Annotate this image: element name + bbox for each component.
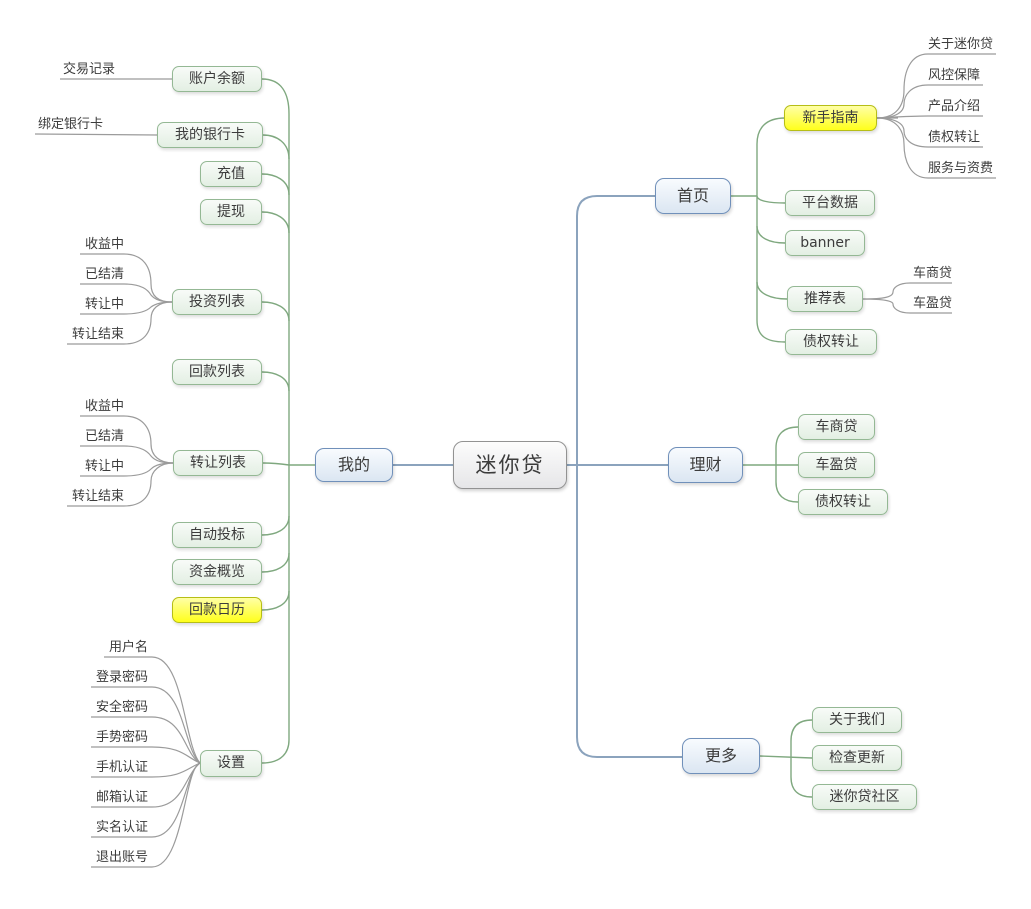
topic-repayment-calendar[interactable]: 回款日历 [172,597,262,623]
topic-novice-guide[interactable]: 新手指南 [784,105,877,131]
topic-debt-transfer-home[interactable]: 债权转让 [785,329,877,355]
topic-settings[interactable]: 设置 [200,750,262,777]
leaf-logout-account[interactable]: 退出账号 [95,850,148,865]
topic-about-us[interactable]: 关于我们 [812,707,902,733]
topic-check-update[interactable]: 检查更新 [812,745,902,771]
leaf-phone-auth[interactable]: 手机认证 [95,760,148,775]
leaf-about-minidai[interactable]: 关于迷你贷 [928,37,994,52]
topic-investment-list[interactable]: 投资列表 [172,289,262,315]
topic-more[interactable]: 更多 [682,738,760,774]
leaf-earning-1[interactable]: 收益中 [84,237,124,252]
topic-repayment-list[interactable]: 回款列表 [172,359,262,385]
leaf-transferring-2[interactable]: 转让中 [84,459,124,474]
leaf-service-fees[interactable]: 服务与资费 [928,161,994,176]
topic-my[interactable]: 我的 [315,448,393,482]
leaf-transfer-ended-1[interactable]: 转让结束 [71,327,124,342]
leaf-settled-1[interactable]: 已结清 [84,267,124,282]
leaf-product-intro[interactable]: 产品介绍 [928,99,981,114]
leaf-login-password[interactable]: 登录密码 [95,670,148,685]
leaf-earning-2[interactable]: 收益中 [84,399,124,414]
topic-transfer-list[interactable]: 转让列表 [173,450,263,476]
topic-recharge[interactable]: 充值 [200,161,262,187]
topic-root[interactable]: 迷你贷 [453,441,567,489]
leaf-username[interactable]: 用户名 [108,640,148,655]
topic-account-balance[interactable]: 账户余额 [172,66,262,92]
leaf-email-auth[interactable]: 邮箱认证 [95,790,148,805]
topic-debt-transfer-finance[interactable]: 债权转让 [798,489,888,515]
topic-funds-overview[interactable]: 资金概览 [172,559,262,585]
leaf-car-profit-loan[interactable]: 车盈贷 [913,296,953,311]
topic-finance[interactable]: 理财 [668,447,743,483]
topic-my-bank-card[interactable]: 我的银行卡 [157,122,263,148]
leaf-car-dealer-loan[interactable]: 车商贷 [913,266,953,281]
topic-banner[interactable]: banner [785,230,865,256]
topic-car-dealer-loan[interactable]: 车商贷 [798,414,875,440]
leaf-transaction-records[interactable]: 交易记录 [63,62,116,77]
leaf-transfer-ended-2[interactable]: 转让结束 [71,489,124,504]
leaf-debt-transfer[interactable]: 债权转让 [928,130,981,145]
leaf-settled-2[interactable]: 已结清 [84,429,124,444]
topic-minidai-community[interactable]: 迷你贷社区 [812,784,917,810]
leaf-realname-auth[interactable]: 实名认证 [95,820,148,835]
leaf-transferring-1[interactable]: 转让中 [84,297,124,312]
topic-auto-bid[interactable]: 自动投标 [172,522,262,548]
topic-withdraw[interactable]: 提现 [200,199,262,225]
topic-platform-data[interactable]: 平台数据 [785,190,875,216]
topic-car-profit-loan[interactable]: 车盈贷 [798,452,875,478]
topic-recommend-list[interactable]: 推荐表 [787,286,863,312]
leaf-gesture-password[interactable]: 手势密码 [95,730,148,745]
leaf-bind-bank-card[interactable]: 绑定银行卡 [38,117,104,132]
leaf-security-password[interactable]: 安全密码 [95,700,148,715]
leaf-risk-control[interactable]: 风控保障 [928,68,981,83]
topic-home[interactable]: 首页 [655,178,731,214]
